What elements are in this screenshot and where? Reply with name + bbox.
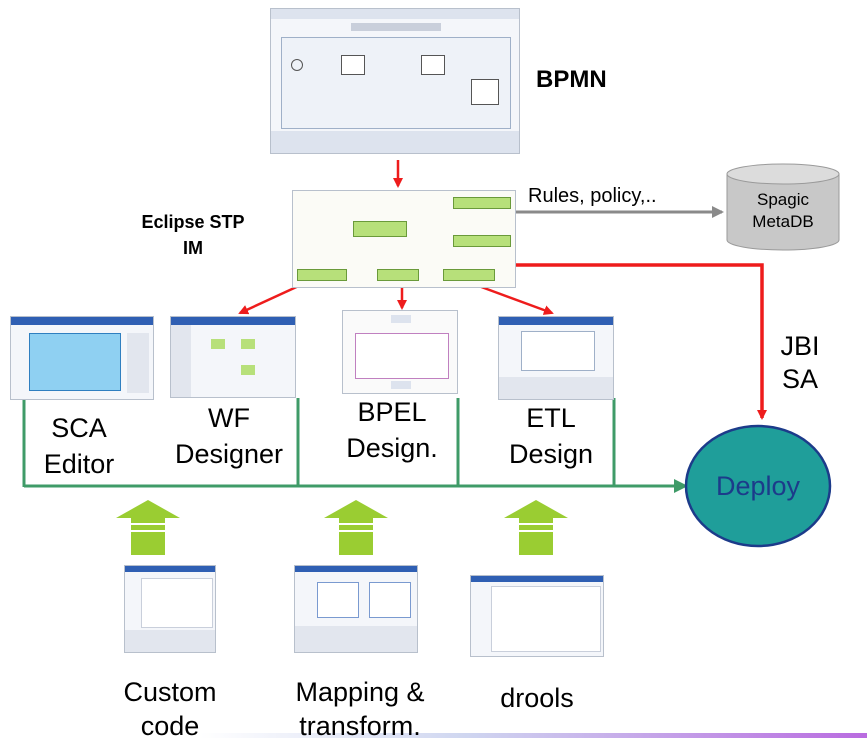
designer-bpel-line2: Design. [346,433,438,463]
wf-designer-screenshot [170,316,296,398]
designer-sca-line2: Editor [43,449,115,479]
bpel-designer-screenshot [342,310,458,394]
sca-editor-screenshot [10,316,154,400]
stp-im-screenshot [292,190,516,288]
arrow-stp-to-etl [475,283,554,315]
arrow-stp-to-deploy [515,263,767,420]
metadb-label-line2: MetaDB [752,212,814,231]
designer-wf-line2: Designer [174,439,284,469]
bpmn-editor-screenshot [270,8,520,154]
jbi-label-line2: SA [781,364,819,394]
green-up-arrow-icon [504,500,568,555]
stp-label-line2: IM [183,238,203,258]
designer-etl-line2: Design [508,439,594,469]
rules-label: Rules, policy,.. [528,185,657,207]
metadb-label-line1: Spagic [757,190,809,209]
deploy-label: Deploy [715,471,801,501]
input-mapping-line2: transform. [299,711,421,741]
mapping-transform-screenshot [294,565,418,653]
designer-bpel-line1: BPEL [357,397,427,427]
stp-label-line1: Eclipse STP [141,212,245,232]
designer-wf-line1: WF [208,403,250,433]
footer-bar [200,733,867,738]
deploy-ellipse [684,424,832,548]
etl-designer-screenshot [498,316,614,400]
green-up-arrow-icon [324,500,388,555]
input-mapping-line1: Mapping & [295,677,425,707]
custom-code-screenshot [124,565,216,653]
designer-sca-line1: SCA [51,413,107,443]
input-drools-line1: drools [500,683,574,713]
drools-screenshot [470,575,604,657]
bpmn-label: BPMN [536,66,607,93]
designer-etl-line1: ETL [526,403,576,433]
input-custom-line2: code [140,711,200,741]
input-custom-line1: Custom [123,677,217,707]
jbi-label-line1: JBI [780,331,820,361]
green-up-arrow-icon [116,500,180,555]
database-cylinder-icon [726,163,840,251]
